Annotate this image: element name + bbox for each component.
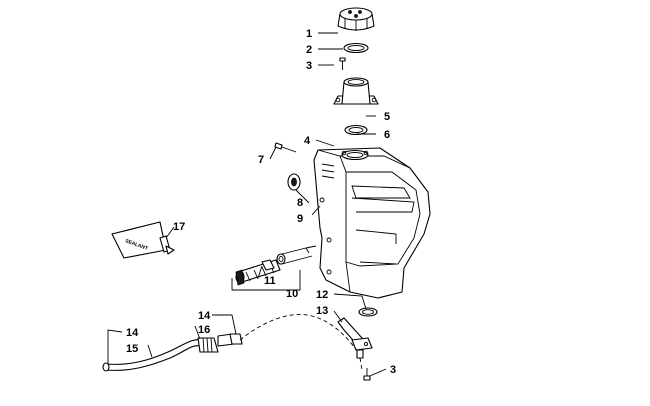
callout-16: 16 <box>198 324 210 336</box>
callout-4: 4 <box>304 135 311 147</box>
callout-3-top: 3 <box>306 60 312 72</box>
callout-2: 2 <box>306 44 312 56</box>
callout-3-bottom: 3 <box>390 364 396 376</box>
callout-6: 6 <box>384 129 390 141</box>
callout-8: 8 <box>297 197 303 209</box>
fuel-tank <box>313 147 431 299</box>
callout-14-right: 14 <box>198 310 211 322</box>
grommet <box>287 173 301 191</box>
neck-gasket <box>344 124 368 136</box>
fuel-cap <box>337 7 375 31</box>
callout-17: 17 <box>173 221 185 233</box>
cap-gasket <box>343 42 369 54</box>
filler-neck-screw <box>339 57 346 70</box>
filler-neck <box>333 77 379 105</box>
callout-labels: 1 2 3 4 5 6 7 8 9 10 11 12 13 3 14 14 15… <box>126 28 396 376</box>
callout-15: 15 <box>126 343 138 355</box>
callout-9: 9 <box>297 213 303 225</box>
sealant-tube: SEALANT <box>111 221 175 259</box>
callout-5: 5 <box>384 111 390 123</box>
fuel-valve <box>235 245 317 286</box>
tank-mount-screw <box>274 142 297 153</box>
fuel-hose <box>102 314 363 372</box>
outlet-gasket <box>358 307 378 317</box>
callout-11: 11 <box>264 275 276 287</box>
fitting-screw <box>363 368 371 381</box>
callout-12: 12 <box>316 289 328 301</box>
callout-1: 1 <box>306 28 312 40</box>
leader-lines <box>107 32 387 377</box>
callout-10: 10 <box>286 288 298 300</box>
callout-14-left: 14 <box>126 327 139 339</box>
callout-7: 7 <box>258 154 264 166</box>
callout-13: 13 <box>316 305 328 317</box>
outlet-fitting <box>337 317 373 359</box>
